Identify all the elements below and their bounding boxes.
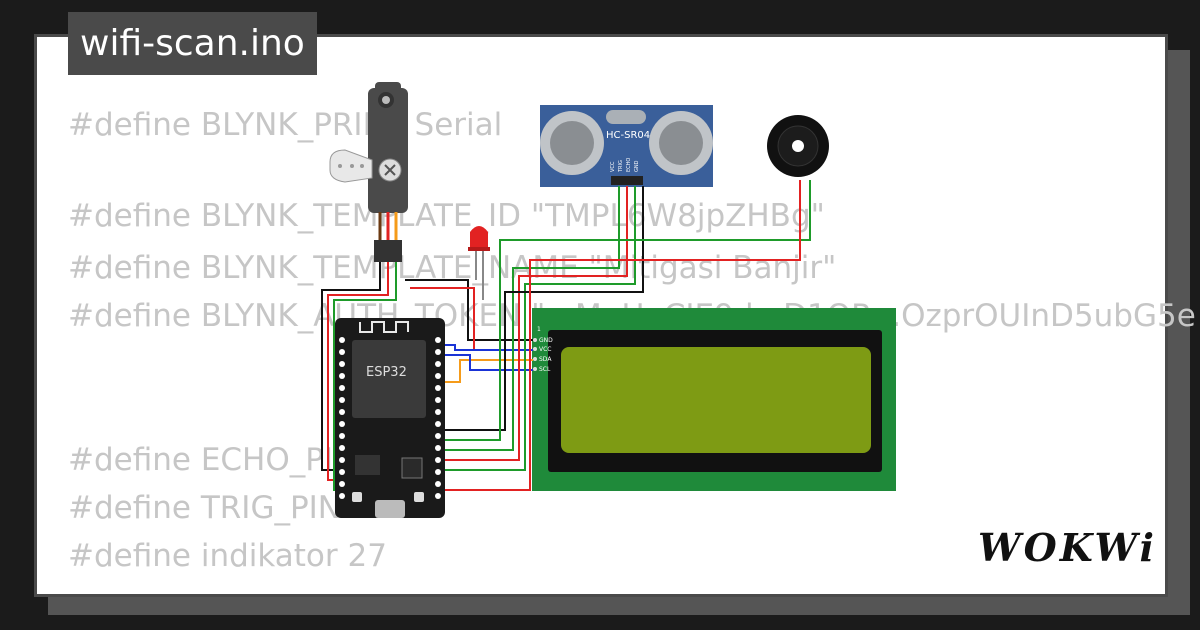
servo-connector bbox=[374, 240, 402, 262]
sketch-title[interactable]: wifi-scan.ino bbox=[68, 12, 317, 75]
buzzer[interactable] bbox=[767, 115, 829, 177]
servo-motor[interactable] bbox=[329, 82, 408, 213]
ultrasonic-pin-label: TRIG bbox=[618, 160, 624, 173]
code-line: #define ECHO_PIN 5 bbox=[68, 442, 386, 478]
ultrasonic-label: HC-SR04 bbox=[606, 130, 650, 141]
lcd-display[interactable]: 1 GND VCC SDA SCL bbox=[532, 308, 896, 491]
lcd-pin-label: SDA bbox=[539, 356, 552, 363]
lcd-pin-label: GND bbox=[539, 337, 553, 344]
red-led[interactable] bbox=[468, 226, 490, 300]
code-line: #define indikator 27 bbox=[68, 538, 387, 574]
ultrasonic-pin-label: GND bbox=[634, 160, 640, 172]
code-line: #define BLYNK_TEMPLATE_ID "TMPL6W8jpZHBg… bbox=[68, 198, 825, 234]
lcd-pin-label: SCL bbox=[539, 366, 551, 373]
esp32-label: ESP32 bbox=[366, 365, 407, 380]
wokwi-logo: WOKWi bbox=[978, 525, 1157, 570]
lcd-pin-label: VCC bbox=[539, 346, 551, 353]
ultrasonic-pin-label: VCC bbox=[610, 161, 616, 172]
esp32-board[interactable]: ESP32 bbox=[335, 318, 445, 518]
lcd-pin1-label: 1 bbox=[537, 326, 541, 333]
ultrasonic-sensor[interactable]: HC-SR04 VCC TRIG ECHO GND bbox=[540, 105, 713, 187]
ultrasonic-pin-label: ECHO bbox=[626, 158, 632, 172]
